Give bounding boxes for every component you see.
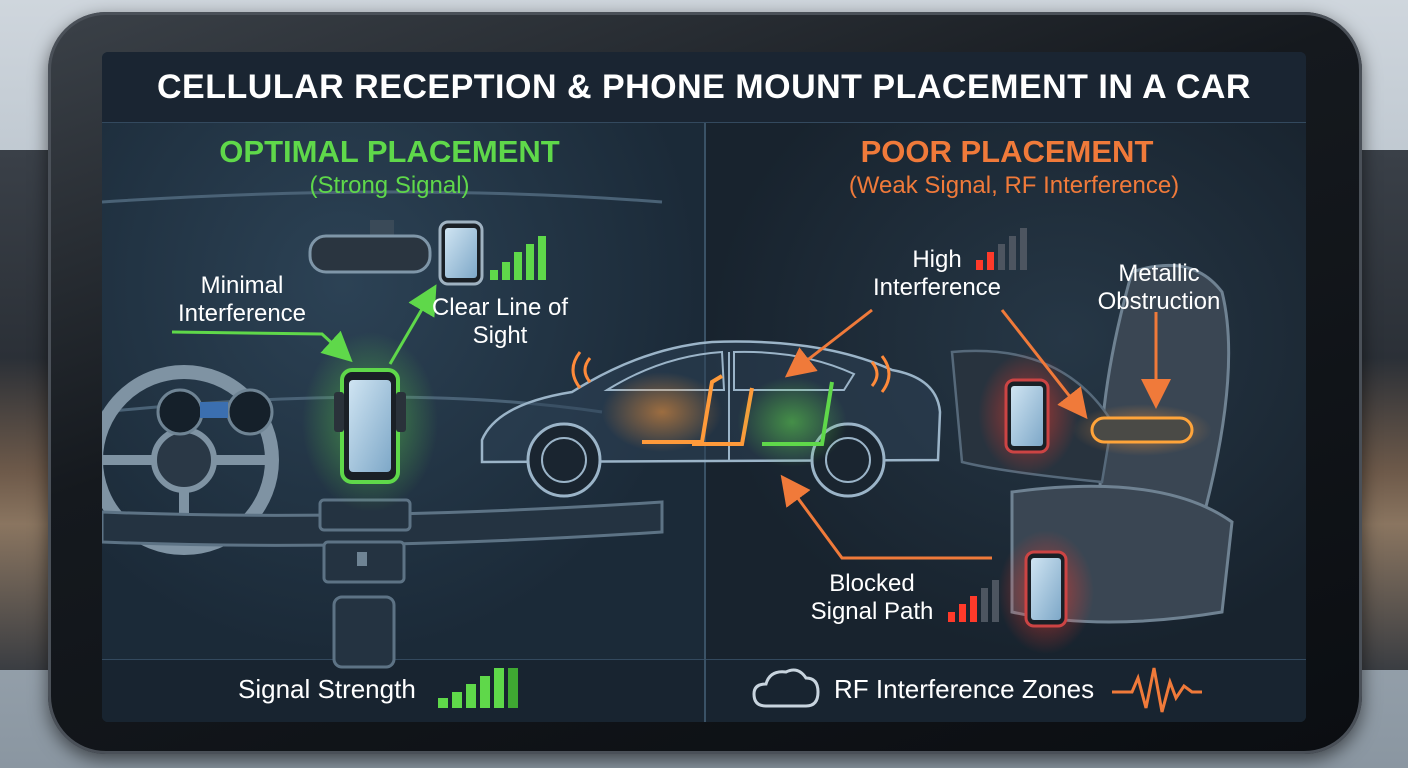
signal-strength-legend: Signal Strength	[238, 674, 416, 704]
steering-wheel	[102, 365, 279, 555]
page-title: CELLULAR RECEPTION & PHONE MOUNT PLACEME…	[157, 67, 1251, 106]
weak-signal-bars-high	[976, 228, 1027, 270]
optimal-arrows	[171, 284, 437, 365]
poor-subheading: (Weak Signal, RF Interference)	[848, 172, 1180, 199]
pulse-wave-icon	[1112, 667, 1202, 713]
car-xray-illustration	[480, 340, 942, 498]
blocked-signal-path-label: Blocked Signal Path	[810, 570, 934, 625]
rearview-mirror	[308, 220, 432, 274]
center-console	[102, 498, 664, 669]
metallic-obstruction	[1072, 404, 1212, 456]
infotainment-screen: CELLULAR RECEPTION & PHONE MOUNT PLACEME…	[102, 52, 1306, 722]
vent-mounted-phone	[302, 332, 438, 512]
windshield-mounted-phone	[438, 220, 484, 286]
footer-signal-bars-icon	[438, 668, 518, 708]
optimal-heading: OPTIMAL PLACEMENT	[219, 134, 560, 169]
rf-interference-zones-legend: RF Interference Zones	[834, 674, 1095, 704]
high-interference-label: High Interference	[872, 246, 1002, 301]
metallic-obstruction-label: Metallic Obstruction	[1097, 260, 1221, 315]
door-pocket-phone	[978, 352, 1078, 476]
signal-bars-icon	[490, 236, 546, 280]
under-seat-phone	[998, 530, 1094, 654]
poor-arrows	[780, 308, 1171, 560]
title-bar: CELLULAR RECEPTION & PHONE MOUNT PLACEME…	[102, 52, 1306, 123]
weak-signal-bars-blocked	[948, 580, 999, 622]
poor-heading: POOR PLACEMENT	[860, 134, 1154, 169]
clear-line-of-sight-label: Clear Line of Sight	[431, 294, 569, 349]
minimal-interference-label: Minimal Interference	[177, 272, 307, 327]
cloud-icon	[752, 668, 820, 708]
instrument-cluster	[156, 388, 274, 436]
diagram-illustration	[102, 190, 1234, 713]
optimal-subheading: (Strong Signal)	[309, 172, 470, 199]
